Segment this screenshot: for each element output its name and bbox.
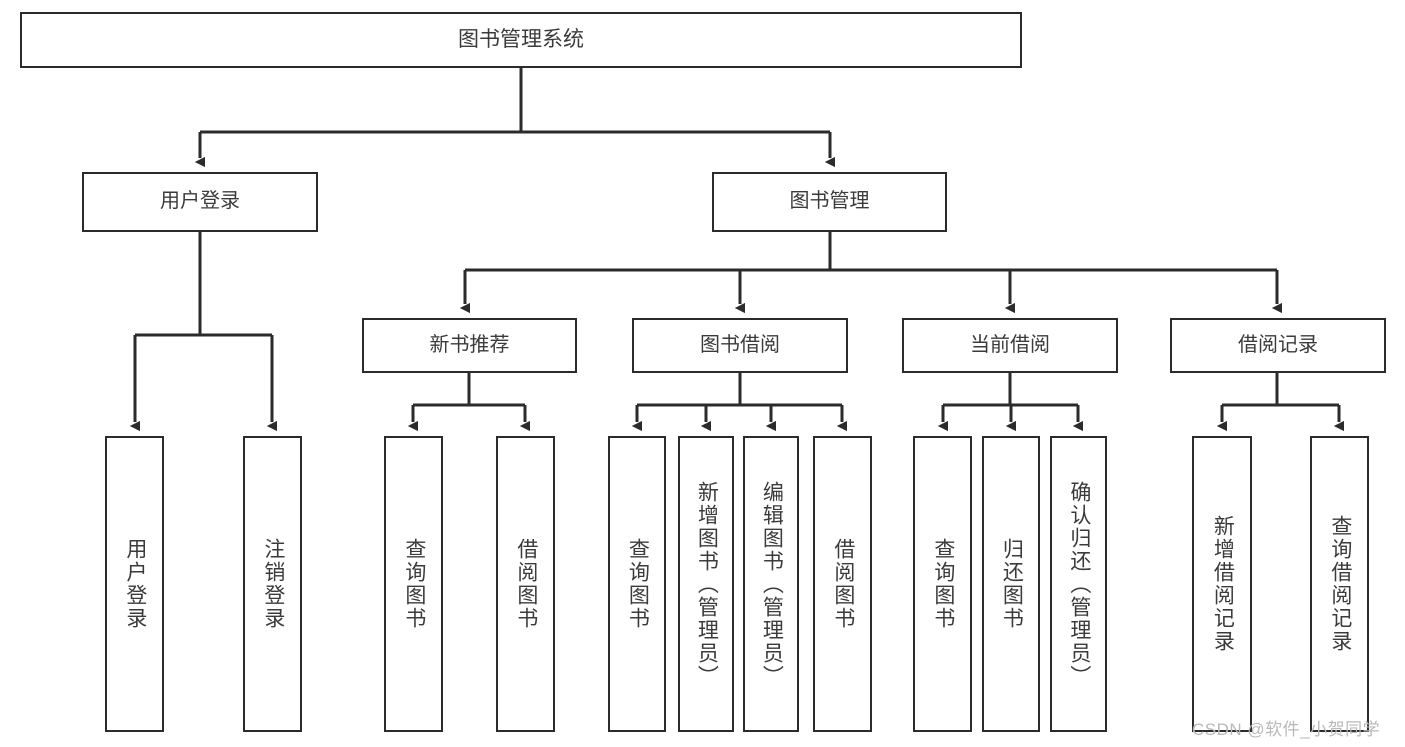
node-leaf-edit-book[interactable]: 编辑图书（管理员） [743, 436, 799, 732]
node-leaf-query-record[interactable]: 查询借阅记录 [1310, 436, 1369, 732]
node-label: 借阅图书 [514, 538, 538, 630]
node-leaf-user-login[interactable]: 用户登录 [105, 436, 164, 732]
node-root-system[interactable]: 图书管理系统 [20, 12, 1022, 68]
csdn-watermark: CSDN @软件_小贺同学 [1192, 720, 1381, 739]
node-label: 借阅图书 [831, 538, 855, 630]
node-label: 查询图书 [626, 538, 650, 630]
node-leaf-query-book-3[interactable]: 查询图书 [913, 436, 972, 732]
node-label: 确认归还（管理员） [1067, 480, 1091, 688]
node-label: 新增图书（管理员） [695, 480, 719, 688]
node-book-borrow[interactable]: 图书借阅 [632, 318, 848, 373]
node-leaf-query-book-2[interactable]: 查询图书 [608, 436, 666, 732]
node-label: 编辑图书（管理员） [760, 480, 784, 688]
node-label: 查询图书 [402, 538, 426, 630]
node-leaf-query-book-1[interactable]: 查询图书 [384, 436, 443, 732]
node-label: 注销登录 [261, 538, 285, 630]
node-label: 用户登录 [123, 538, 147, 630]
node-leaf-borrow-book-1[interactable]: 借阅图书 [496, 436, 555, 732]
node-leaf-add-book[interactable]: 新增图书（管理员） [678, 436, 734, 732]
node-label: 归还图书 [1000, 538, 1024, 630]
node-leaf-return-book[interactable]: 归还图书 [982, 436, 1040, 732]
node-label: 新增借阅记录 [1211, 515, 1235, 653]
node-leaf-confirm-return[interactable]: 确认归还（管理员） [1050, 436, 1107, 732]
node-leaf-borrow-book-2[interactable]: 借阅图书 [813, 436, 872, 732]
node-current-borrow[interactable]: 当前借阅 [902, 318, 1118, 373]
node-leaf-user-logout[interactable]: 注销登录 [243, 436, 302, 732]
node-label: 查询图书 [931, 538, 955, 630]
node-user-login[interactable]: 用户登录 [82, 172, 318, 232]
node-leaf-add-record[interactable]: 新增借阅记录 [1192, 436, 1252, 732]
node-borrow-record[interactable]: 借阅记录 [1170, 318, 1386, 373]
node-label: 查询借阅记录 [1328, 515, 1352, 653]
node-book-management[interactable]: 图书管理 [712, 172, 947, 232]
node-new-book-recommend[interactable]: 新书推荐 [362, 318, 577, 373]
